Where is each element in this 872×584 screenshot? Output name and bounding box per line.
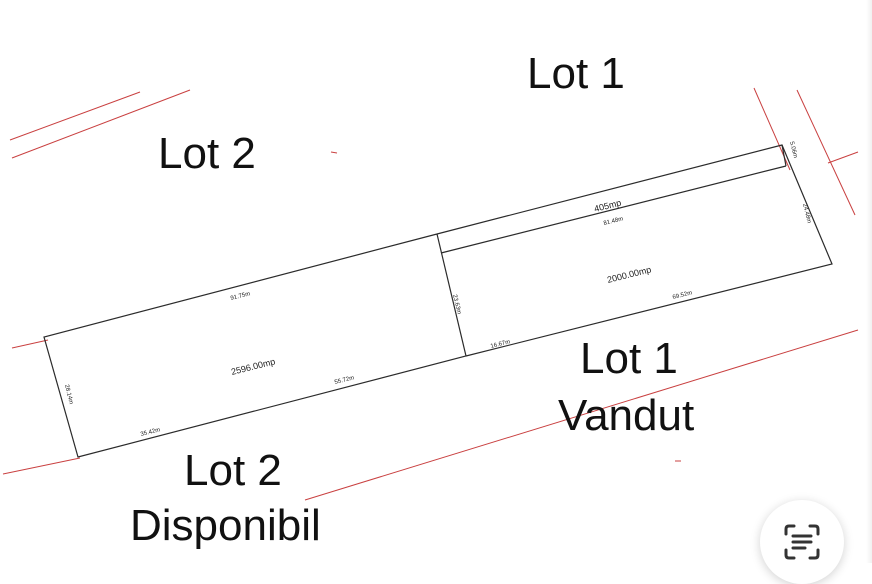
red-line: [11, 89, 191, 159]
red-line: [827, 151, 859, 164]
lot2-bottom-right-label: 55.72m: [334, 375, 355, 386]
lot2-avail-title: Lot 2: [184, 446, 282, 495]
text-scan-icon: [784, 524, 820, 560]
divider-edge-label: 23.63m: [451, 294, 462, 315]
lot1-sold-status: Vandut: [558, 391, 695, 440]
red-line: [9, 91, 141, 141]
lot1-outline: [436, 144, 833, 357]
red-line: [11, 339, 49, 349]
red-line: [304, 329, 859, 501]
site-plan: 405mp 81.48m 2000.00mp 2596.00mp 91.75m …: [2, 87, 859, 501]
red-line: [2, 457, 81, 475]
lot2-outline: [43, 233, 467, 458]
left-edge-label: 28.14m: [63, 384, 74, 405]
page-edge: [866, 0, 872, 563]
red-dash: [330, 151, 338, 154]
lot1-bottom-edge-label: 69.52m: [672, 290, 693, 301]
lot2-top-edge-label: 91.75m: [230, 291, 251, 302]
strip-line: [440, 165, 787, 254]
lot2-bottom-left-label: 35.42m: [140, 427, 161, 438]
right-top-label: 5.06m: [788, 141, 798, 159]
lot2-top-label: Lot 2: [158, 129, 256, 178]
lot2-area-label: 2596.00mp: [230, 356, 276, 377]
right-edge-label: 24.48m: [801, 203, 812, 224]
scan-text-button[interactable]: [760, 500, 844, 584]
red-line: [796, 89, 856, 216]
right-top-edge: [781, 144, 787, 167]
lower-mid-label: 16.67m: [490, 339, 511, 350]
lot1-sold-title: Lot 1: [580, 334, 678, 383]
top-length-label: 81.48m: [603, 216, 624, 227]
lot1-area-label: 2000.00mp: [606, 264, 652, 285]
lot2-avail-status: Disponibil: [130, 501, 321, 550]
lot1-top-label: Lot 1: [527, 49, 625, 98]
